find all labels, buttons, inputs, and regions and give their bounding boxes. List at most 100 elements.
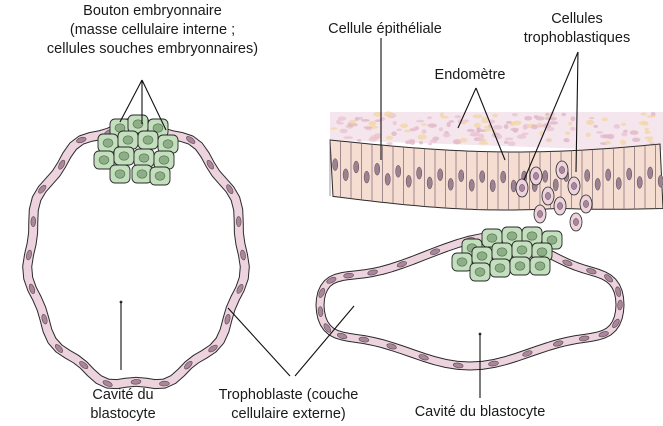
stroma-speckle: [386, 136, 393, 140]
label-cavity-left: Cavité du blastocyte: [58, 386, 188, 424]
stroma-speckle: [593, 125, 598, 128]
invading-trophoblast-nucleus: [557, 202, 562, 209]
epithelial-cell-nucleus: [333, 159, 338, 171]
epithelial-cell-nucleus: [343, 169, 348, 181]
stroma-speckle: [418, 134, 427, 139]
epithelial-cell-nucleus: [364, 171, 369, 183]
stroma-speckle: [467, 129, 475, 132]
stroma-speckle: [621, 132, 627, 137]
endometrium-stroma: [330, 111, 663, 150]
stroma-speckle: [349, 120, 356, 124]
inner-mass-nucleus: [119, 152, 129, 160]
stroma-speckle: [479, 141, 488, 145]
leader-lines: [120, 38, 578, 398]
label-cavity-right: Cavité du blastocyte: [385, 403, 575, 422]
trophoblast-cell-nucleus: [318, 306, 324, 316]
stroma-speckle: [512, 113, 518, 116]
stroma-speckle: [484, 129, 492, 132]
stroma-speckle: [427, 116, 432, 119]
stroma-speckle: [545, 117, 553, 120]
epithelial-cell-nucleus: [385, 173, 390, 185]
inner-mass-nucleus: [535, 262, 545, 270]
stroma-speckle: [647, 139, 652, 142]
stroma-speckle: [561, 113, 566, 116]
inner-mass-nucleus: [497, 248, 507, 256]
stroma-speckle: [413, 127, 417, 130]
trophoblast-cell-nucleus: [236, 217, 241, 227]
epithelial-cell-nucleus: [427, 177, 432, 189]
epithelial-cell-nucleus: [606, 169, 611, 181]
epithelial-cell-nucleus: [553, 179, 558, 191]
epithelial-cell-nucleus: [595, 178, 600, 190]
label-embryoblast: Bouton embryonnaire (masse cellulaire in…: [10, 2, 295, 59]
blastocyst-free: [26, 115, 247, 388]
stroma-speckle: [568, 122, 572, 126]
stroma-speckle: [492, 114, 498, 118]
inner-mass-nucleus: [159, 156, 169, 164]
stroma-speckle: [645, 131, 651, 134]
inner-mass-nucleus: [475, 268, 485, 276]
stroma-speckle: [630, 130, 639, 135]
stroma-speckle: [504, 124, 509, 129]
stroma-speckle: [614, 124, 620, 129]
stroma-speckle: [523, 125, 528, 130]
stroma-speckle: [343, 136, 353, 139]
epithelial-cell-nucleus: [375, 163, 380, 175]
invading-trophoblast-nucleus: [583, 200, 588, 207]
stroma-speckle: [565, 132, 571, 135]
inner-mass-nucleus: [103, 139, 113, 147]
stroma-speckle: [391, 131, 396, 136]
stroma-speckle: [545, 113, 549, 116]
epithelial-cell-nucleus: [616, 177, 621, 189]
stroma-speckle: [470, 134, 479, 137]
inner-mass-nucleus: [515, 262, 525, 270]
stroma-speckle: [432, 137, 439, 141]
stroma-speckle: [524, 116, 532, 121]
stroma-speckle: [363, 126, 372, 129]
stroma-speckle: [549, 121, 558, 124]
stroma-speckle: [596, 131, 603, 134]
epithelial-cell-nucleus: [627, 168, 632, 180]
epithelial-cell-nucleus: [501, 171, 506, 183]
stroma-speckle: [474, 123, 481, 128]
invading-trophoblast-nucleus: [545, 192, 550, 199]
stroma-speckle: [449, 120, 454, 123]
stroma-speckle: [517, 134, 526, 139]
stroma-speckle: [441, 116, 449, 119]
stroma-speckle: [647, 115, 656, 118]
stroma-speckle: [586, 133, 591, 138]
stroma-speckle: [536, 116, 545, 120]
stroma-speckle: [331, 127, 338, 129]
epithelial-cell-nucleus: [406, 175, 411, 187]
stroma-speckle: [605, 141, 611, 145]
label-trophoblast: Trophoblaste (couche cellulaire externe): [196, 386, 381, 424]
inner-mass-nucleus: [507, 232, 517, 240]
stroma-speckle: [393, 121, 397, 125]
inner-mass-nucleus: [517, 246, 527, 254]
stroma-speckle: [508, 141, 516, 146]
stroma-speckle: [589, 117, 594, 119]
stroma-speckle: [380, 117, 386, 121]
stroma-speckle: [621, 123, 626, 126]
epithelial-cell-nucleus: [448, 178, 453, 190]
stroma-speckle: [400, 124, 408, 129]
endometrial-epithelium: [330, 140, 663, 210]
epithelial-cell-nucleus: [585, 170, 590, 182]
stroma-speckle: [641, 112, 647, 115]
stroma-speckle: [336, 120, 341, 123]
stroma-speckle: [546, 139, 551, 142]
invading-trophoblast-nucleus: [537, 210, 542, 217]
stroma-speckle: [620, 140, 626, 145]
stroma-speckle: [536, 125, 545, 128]
stroma-speckle: [513, 121, 522, 126]
stroma-speckle: [563, 138, 569, 142]
epithelial-cell-nucleus: [417, 167, 422, 179]
stroma-speckle: [340, 129, 348, 133]
stroma-speckle: [386, 142, 393, 145]
inner-mass-nucleus: [115, 170, 125, 178]
inner-mass-nucleus: [139, 154, 149, 162]
inner-mass-nucleus: [457, 258, 467, 266]
stroma-speckle: [454, 115, 461, 118]
epithelial-cell-nucleus: [658, 175, 663, 187]
